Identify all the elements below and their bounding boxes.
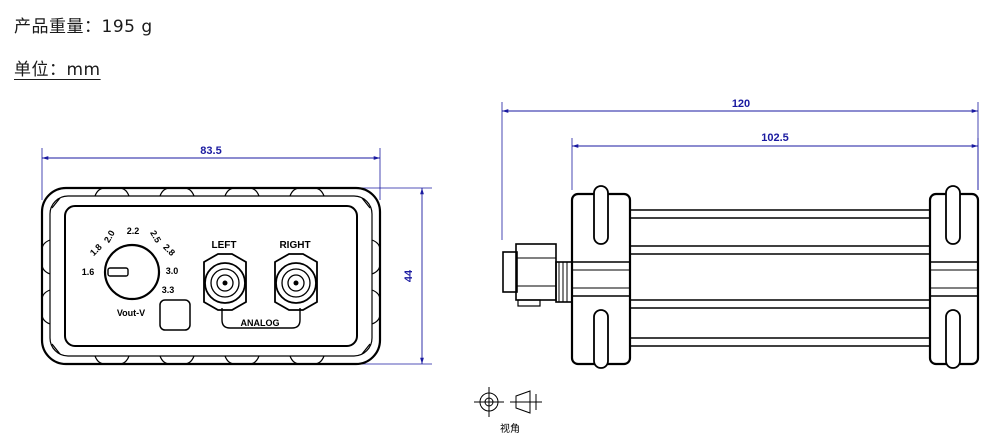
side-total-value: 120 bbox=[732, 98, 750, 110]
side-body-dimension: 102.5 bbox=[571, 132, 979, 190]
knob-scale-2-0: 2.0 bbox=[102, 229, 117, 245]
bumper-grips bbox=[41, 187, 381, 365]
left-label: LEFT bbox=[212, 240, 237, 251]
view-angle-label: 视角 bbox=[500, 422, 520, 435]
panel-button bbox=[159, 299, 191, 331]
side-view: 120 102.5 bbox=[501, 98, 980, 369]
product-weight: 产品重量：195 g bbox=[14, 17, 153, 37]
voltage-knob: 1.6 1.8 2.0 2.2 2.5 2.8 3.0 3.3 Vout-V bbox=[82, 226, 179, 318]
side-connector bbox=[502, 243, 573, 307]
left-bnc-connector: LEFT bbox=[203, 240, 247, 311]
front-height-dimension: 44 bbox=[352, 187, 432, 365]
knob-label: Vout-V bbox=[117, 308, 145, 318]
front-width-dimension: 83.5 bbox=[41, 145, 381, 200]
knob-scale-1-8: 1.8 bbox=[88, 242, 104, 258]
right-bnc-connector: RIGHT bbox=[274, 240, 318, 311]
front-height-value: 44 bbox=[403, 269, 415, 282]
knob-scale-1-6: 1.6 bbox=[82, 267, 95, 277]
bumper-outline bbox=[40, 186, 382, 366]
knob-scale-3-0: 3.0 bbox=[166, 266, 179, 276]
analog-bracket: ANALOG bbox=[221, 308, 301, 329]
side-body-value: 102.5 bbox=[761, 132, 789, 144]
side-right-bumper bbox=[928, 185, 980, 369]
front-view: 83.5 44 bbox=[40, 145, 432, 366]
knob-scale-2-5: 2.5 bbox=[148, 229, 163, 245]
unit-label: 单位：mm bbox=[14, 60, 101, 80]
view-angle-symbol: 视角 bbox=[474, 387, 542, 435]
front-width-value: 83.5 bbox=[200, 145, 221, 157]
front-panel bbox=[64, 205, 358, 347]
knob-scale-2-8: 2.8 bbox=[161, 242, 177, 258]
knob-scale-2-2: 2.2 bbox=[127, 226, 140, 236]
knob-scale-3-3: 3.3 bbox=[162, 285, 175, 295]
analog-label: ANALOG bbox=[241, 318, 280, 328]
side-left-bumper bbox=[570, 185, 632, 369]
right-label: RIGHT bbox=[279, 240, 310, 251]
